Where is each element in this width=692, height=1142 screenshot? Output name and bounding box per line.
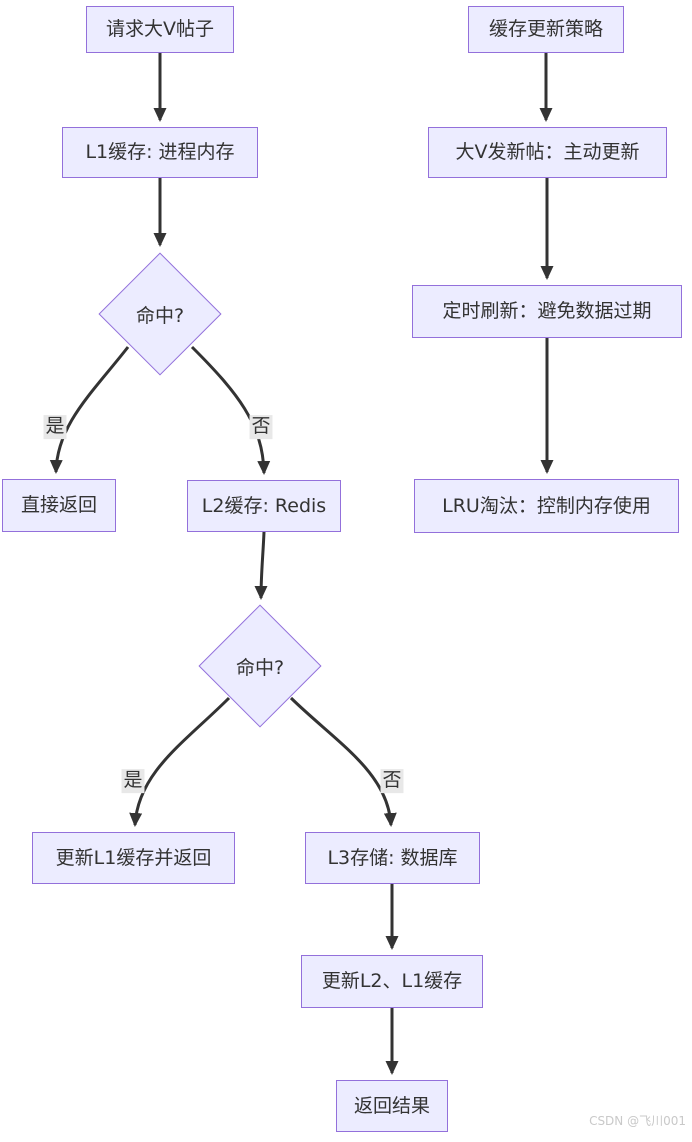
edge-l2-to-hit2 — [254, 531, 268, 600]
edge-hit2-no-to-l3 — [289, 696, 397, 827]
csdn-watermark: CSDN @飞川001 — [589, 1114, 686, 1128]
node-hit-decision-2: 命中? — [198, 604, 322, 728]
node-l1-cache: L1缓存: 进程内存 — [62, 127, 258, 178]
edge-label-yes-2: 是 — [121, 769, 145, 793]
node-lru-eviction-label: LRU淘汰：控制内存使用 — [442, 494, 651, 517]
node-active-update: 大V发新帖：主动更新 — [428, 127, 667, 178]
edge-hit1-no-to-l2 — [190, 345, 271, 475]
node-return-result-label: 返回结果 — [353, 1094, 430, 1117]
node-update-l2-l1-label: 更新L2、L1缓存 — [321, 970, 463, 993]
node-cache-strategy: 缓存更新策略 — [468, 6, 624, 53]
node-hit-decision-2-label: 命中? — [235, 656, 285, 679]
node-hit-decision-1: 命中? — [98, 252, 222, 376]
node-active-update-label: 大V发新帖：主动更新 — [455, 141, 640, 164]
node-update-l1-return: 更新L1缓存并返回 — [32, 832, 235, 884]
edge-hit1-yes-to-direct-return — [49, 346, 130, 474]
node-direct-return: 直接返回 — [2, 479, 116, 532]
node-l3-storage: L3存储: 数据库 — [305, 832, 480, 884]
node-update-l2-l1: 更新L2、L1缓存 — [301, 955, 483, 1008]
edge-label-no-1: 否 — [249, 415, 273, 439]
edge-label-yes-1: 是 — [43, 415, 67, 439]
node-l3-storage-label: L3存储: 数据库 — [327, 846, 458, 869]
node-timed-refresh-label: 定时刷新：避免数据过期 — [442, 300, 652, 323]
node-request-post: 请求大V帖子 — [86, 6, 234, 53]
edge-label-no-2: 否 — [380, 769, 404, 793]
node-l2-cache: L2缓存: Redis — [187, 480, 341, 532]
node-timed-refresh: 定时刷新：避免数据过期 — [412, 285, 682, 338]
node-direct-return-label: 直接返回 — [20, 494, 97, 517]
node-l2-cache-label: L2缓存: Redis — [201, 494, 327, 517]
node-return-result: 返回结果 — [336, 1080, 448, 1132]
node-cache-strategy-label: 缓存更新策略 — [488, 18, 603, 41]
node-update-l1-return-label: 更新L1缓存并返回 — [55, 846, 212, 869]
edge-hit2-yes-to-update-l1 — [129, 696, 231, 827]
node-hit-decision-1-label: 命中? — [135, 304, 185, 327]
node-l1-cache-label: L1缓存: 进程内存 — [85, 141, 235, 164]
node-request-post-label: 请求大V帖子 — [106, 18, 214, 41]
node-lru-eviction: LRU淘汰：控制内存使用 — [414, 479, 679, 533]
